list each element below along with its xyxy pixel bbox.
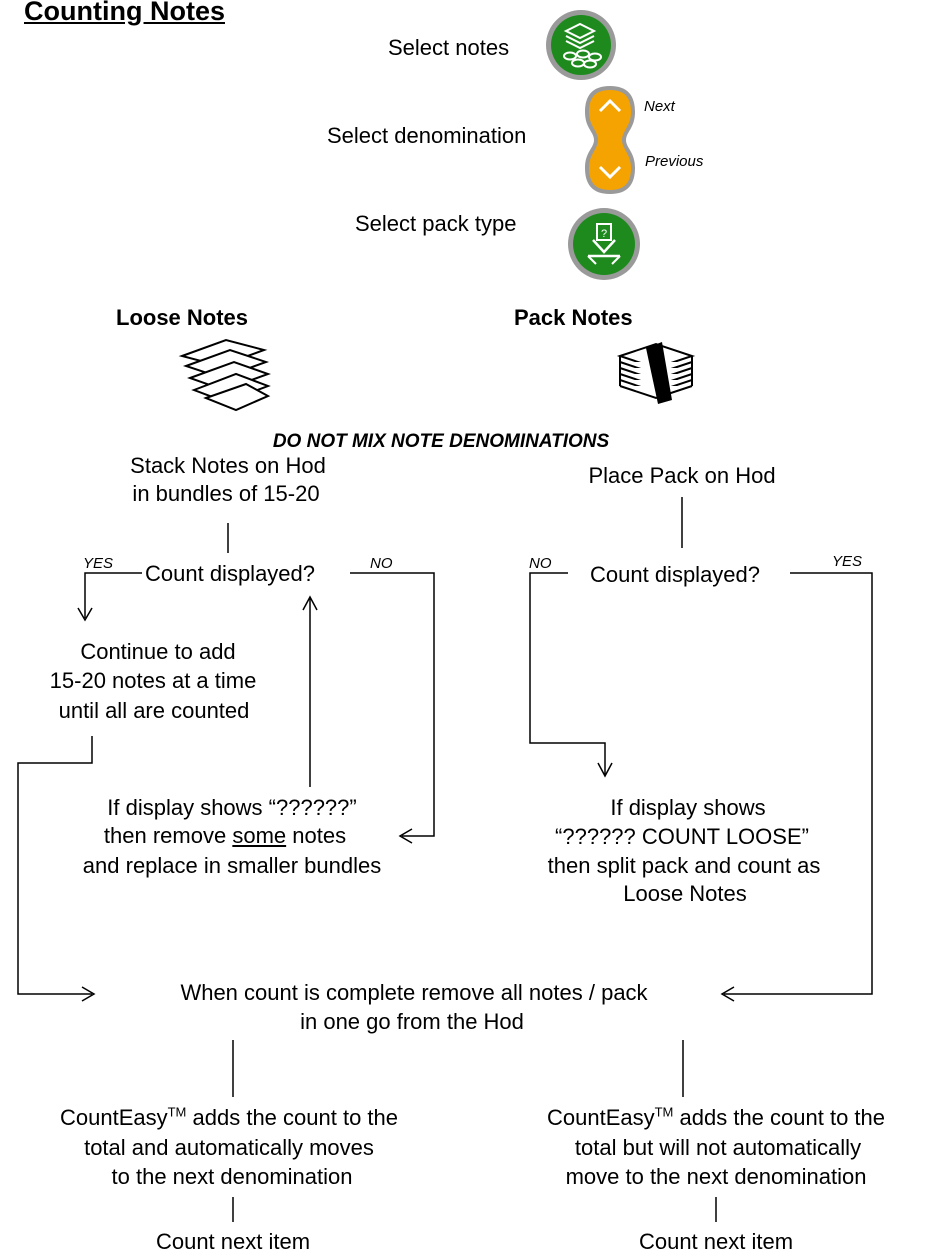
loose-stack-line2: in bundles of 15-20 (132, 481, 320, 506)
denomination-rocker-button[interactable] (582, 84, 638, 196)
result-loose-next: Count next item (155, 1229, 311, 1254)
result-pack-line3: move to the next denomination (565, 1164, 867, 1189)
notes-stack-icon (546, 10, 616, 80)
result-loose-line1: CountEasyTM adds the count to the (60, 1104, 398, 1132)
pack-no-label: NO (529, 555, 552, 572)
connector-no-loose (350, 572, 435, 837)
result-loose-line3: to the next denomination (111, 1164, 353, 1189)
arrow-head (302, 595, 318, 611)
pack-count-displayed: Count displayed? (590, 562, 761, 587)
complete-line2: in one go from the Hod (300, 1009, 524, 1034)
pack-type-icon: ? (568, 208, 640, 280)
loose-yes-label: YES (83, 555, 114, 572)
result-loose-line1-text: adds the count to the (186, 1105, 399, 1130)
connector-yes-loose (84, 572, 142, 618)
brand-name: CountEasy (546, 1105, 655, 1130)
trademark: TM (654, 1104, 674, 1120)
pack-notes-heading: Pack Notes (514, 305, 633, 330)
select-pack-type-label: Select pack type (355, 211, 517, 236)
continue-line2: 15-20 notes at a time (49, 668, 257, 693)
loose-count-displayed: Count displayed? (145, 561, 316, 586)
continue-line1: Continue to add (80, 639, 236, 664)
connector-no-pack (529, 572, 606, 775)
chevron-up-down-icon (585, 86, 635, 194)
loose-if-line1: If display shows “??????” (107, 795, 357, 820)
previous-label: Previous (645, 153, 704, 170)
complete-line1: When count is complete remove all notes … (180, 980, 648, 1005)
connector-yes-pack (724, 572, 873, 995)
arrow-head (81, 986, 96, 1002)
select-notes-label: Select notes (388, 35, 510, 60)
trademark: TM (167, 1104, 187, 1120)
arrow-head (720, 986, 735, 1002)
loose-notes-heading: Loose Notes (116, 305, 249, 330)
brand-name: CountEasy (59, 1105, 168, 1130)
pack-if-line4: Loose Notes (623, 881, 747, 906)
select-notes-button[interactable] (540, 8, 622, 82)
arrow-head (597, 762, 613, 778)
result-pack-next: Count next item (638, 1229, 794, 1254)
pack-if-line3: then split pack and count as (547, 853, 821, 878)
result-pack-line1-text: adds the count to the (673, 1105, 886, 1130)
arrow-head (77, 607, 93, 622)
select-denomination-label: Select denomination (327, 123, 527, 148)
page-title: Counting Notes (24, 0, 225, 26)
arrow-head (398, 828, 413, 844)
svg-text:?: ? (601, 228, 607, 240)
pack-if-line1: If display shows (610, 795, 766, 820)
result-loose-line2: total and automatically moves (84, 1135, 374, 1160)
result-pack-line1: CountEasyTM adds the count to the (547, 1104, 885, 1132)
loose-if-line2-pre: then remove (103, 823, 233, 848)
pack-yes-label: YES (832, 553, 863, 570)
loose-if-line3: and replace in smaller bundles (82, 853, 382, 878)
loose-stack-line1: Stack Notes on Hod (130, 453, 326, 478)
banded-pack-icon (616, 342, 696, 404)
loose-if-line2: then remove some notes (104, 822, 346, 850)
loose-notes-icon (178, 338, 271, 412)
loose-no-label: NO (370, 555, 393, 572)
warning-text: DO NOT MIX NOTE DENOMINATIONS (272, 431, 610, 452)
next-label: Next (644, 98, 675, 115)
connector-continue (17, 736, 93, 995)
result-pack-line2: total but will not automatically (574, 1135, 862, 1160)
select-pack-type-button[interactable]: ? (566, 206, 642, 282)
loose-if-line2-emphasis: some (232, 823, 287, 848)
continue-line3: until all are counted (58, 698, 250, 723)
loose-if-line2-post: notes (286, 823, 347, 848)
pack-if-line2: “?????? COUNT LOOSE” (555, 824, 809, 849)
pack-place-text: Place Pack on Hod (588, 463, 776, 488)
